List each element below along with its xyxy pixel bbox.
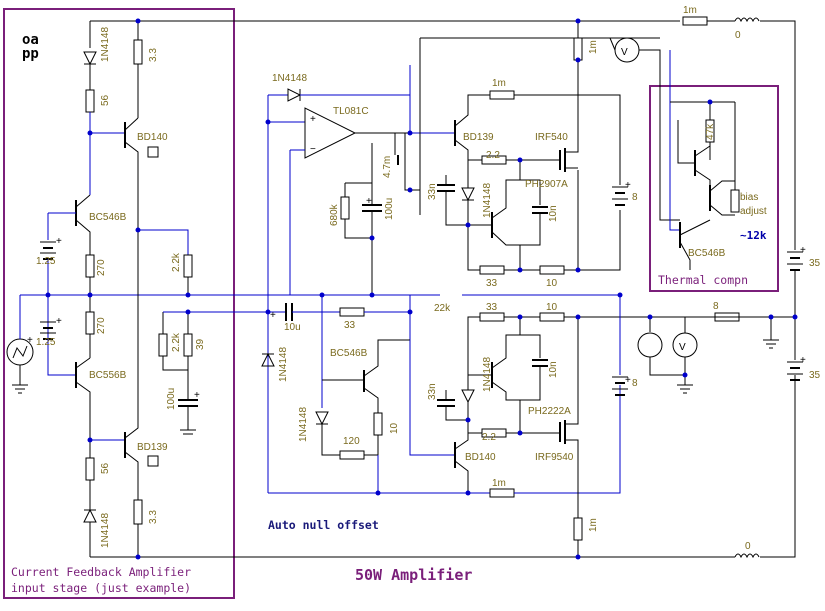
label-bat8-top: 8 xyxy=(632,192,638,203)
label-opamp: TL081C xyxy=(333,106,369,117)
label-r56-top: 56 xyxy=(100,94,111,106)
label-bd139-out: BD139 xyxy=(463,132,494,143)
svg-text:+: + xyxy=(625,180,631,191)
label-r33-bot: 3.3 xyxy=(148,510,159,524)
svg-text:+: + xyxy=(56,236,62,247)
label-r22-top: 2.2 xyxy=(486,150,500,161)
svg-text:V: V xyxy=(621,47,628,58)
label-bc546b-left: BC546B xyxy=(89,212,127,223)
label-l-bot: 0 xyxy=(745,541,751,552)
label-bat125-top: 1.25 xyxy=(36,256,56,267)
label-bat125-bot: 1.25 xyxy=(36,337,56,348)
label-d-opamp: 1N4148 xyxy=(272,73,307,84)
label-bias-adjust-2: adjust xyxy=(740,206,767,217)
svg-text:+: + xyxy=(366,196,372,207)
label-l-top: 0 xyxy=(735,30,741,41)
label-d-top-left: 1N4148 xyxy=(100,27,111,62)
svg-text:+: + xyxy=(625,375,631,386)
svg-text:+: + xyxy=(310,114,316,125)
bias-value-note: ~12k xyxy=(740,229,767,242)
label-r10-bot-out: 10 xyxy=(546,302,558,313)
svg-text:−: − xyxy=(310,144,316,155)
label-r1m-bot: 1m xyxy=(492,478,506,489)
label-d-bot-out: 1N4148 xyxy=(482,357,493,392)
label-r33-top: 3.3 xyxy=(148,48,159,62)
corner-label-1: oa xyxy=(22,32,39,48)
label-r39: 39 xyxy=(195,338,206,350)
input-stage-caption-1: Current Feedback Amplifier xyxy=(11,565,191,579)
label-c47m: 4.7m xyxy=(382,156,393,178)
label-r10-mid: 10 xyxy=(389,422,400,434)
svg-text:+: + xyxy=(194,390,200,401)
svg-text:+: + xyxy=(56,316,62,327)
label-c10u: 10u xyxy=(284,322,301,333)
label-bc546b-mid: BC546B xyxy=(330,348,368,359)
label-irf9540: IRF9540 xyxy=(535,452,574,463)
label-c33n-top: 33n xyxy=(427,183,438,200)
label-d-mid-left: 1N4148 xyxy=(278,347,289,382)
svg-text:+: + xyxy=(800,355,806,366)
label-bat35-bot: 35 xyxy=(809,370,821,381)
label-bat8-bot: 8 xyxy=(632,378,638,389)
svg-text:+: + xyxy=(27,335,33,346)
svg-text:+: + xyxy=(800,245,806,256)
auto-null-note: Auto null offset xyxy=(268,518,379,532)
label-r1m-src-top: 1m xyxy=(588,40,599,54)
label-c33n-bot: 33n xyxy=(427,383,438,400)
label-r270-bot: 270 xyxy=(96,317,107,334)
input-stage-box xyxy=(3,8,235,599)
label-bd140-out: BD140 xyxy=(465,452,496,463)
thermal-comp-box xyxy=(649,85,779,292)
svg-text:V: V xyxy=(679,342,686,353)
label-d-top-out: 1N4148 xyxy=(482,183,493,218)
label-irf540: IRF540 xyxy=(535,132,568,143)
label-r22k-fb: 22k xyxy=(434,303,451,314)
label-bc556b: BC556B xyxy=(89,370,127,381)
label-r22k-a: 2.2k xyxy=(171,252,182,272)
label-r22k-b: 2.2k xyxy=(171,332,182,352)
label-r1m-top: 1m xyxy=(492,78,506,89)
label-r56-bot: 56 xyxy=(100,462,111,474)
label-c10n-top: 10n xyxy=(548,205,559,222)
label-r270-top: 270 xyxy=(96,259,107,276)
label-bd140-top: BD140 xyxy=(137,132,168,143)
label-c100u-mid: 100u xyxy=(384,198,395,220)
label-r10-top-out: 10 xyxy=(546,278,558,289)
label-bat35-top: 35 xyxy=(809,258,821,269)
label-r120: 120 xyxy=(343,436,360,447)
svg-text:+: + xyxy=(270,310,276,321)
label-d-mid2: 1N4148 xyxy=(298,407,309,442)
label-ph2222a: PH2222A xyxy=(528,406,571,417)
label-bias-adjust-1: bias xyxy=(740,192,758,203)
input-stage-caption-2: input stage (just example) xyxy=(11,581,191,595)
label-ph2907a: PH2907A xyxy=(525,179,568,190)
label-d-bot-left: 1N4148 xyxy=(100,513,111,548)
label-r1m-src-bot: 1m xyxy=(588,518,599,532)
junction-dots xyxy=(45,18,798,560)
label-r33-bot-out: 33 xyxy=(486,302,498,313)
page-title: 50W Amplifier xyxy=(355,566,472,584)
label-c100u-left: 100u xyxy=(166,388,177,410)
label-r-load: 8 xyxy=(713,301,719,312)
corner-label-2: pp xyxy=(22,46,39,62)
label-r33-top-out: 33 xyxy=(486,278,498,289)
label-c10n-bot: 10n xyxy=(548,361,559,378)
label-r22-bot: 2.2 xyxy=(482,432,496,443)
label-bc546b-thermal: BC546B xyxy=(688,248,726,259)
thermal-caption: Thermal compn xyxy=(658,273,748,287)
label-r33-in: 33 xyxy=(344,320,356,331)
label-bd139-left: BD139 xyxy=(137,442,168,453)
label-r47k: 47k xyxy=(705,123,716,140)
label-r680k: 680k xyxy=(329,203,340,226)
label-r1m-supply: 1m xyxy=(683,5,697,16)
